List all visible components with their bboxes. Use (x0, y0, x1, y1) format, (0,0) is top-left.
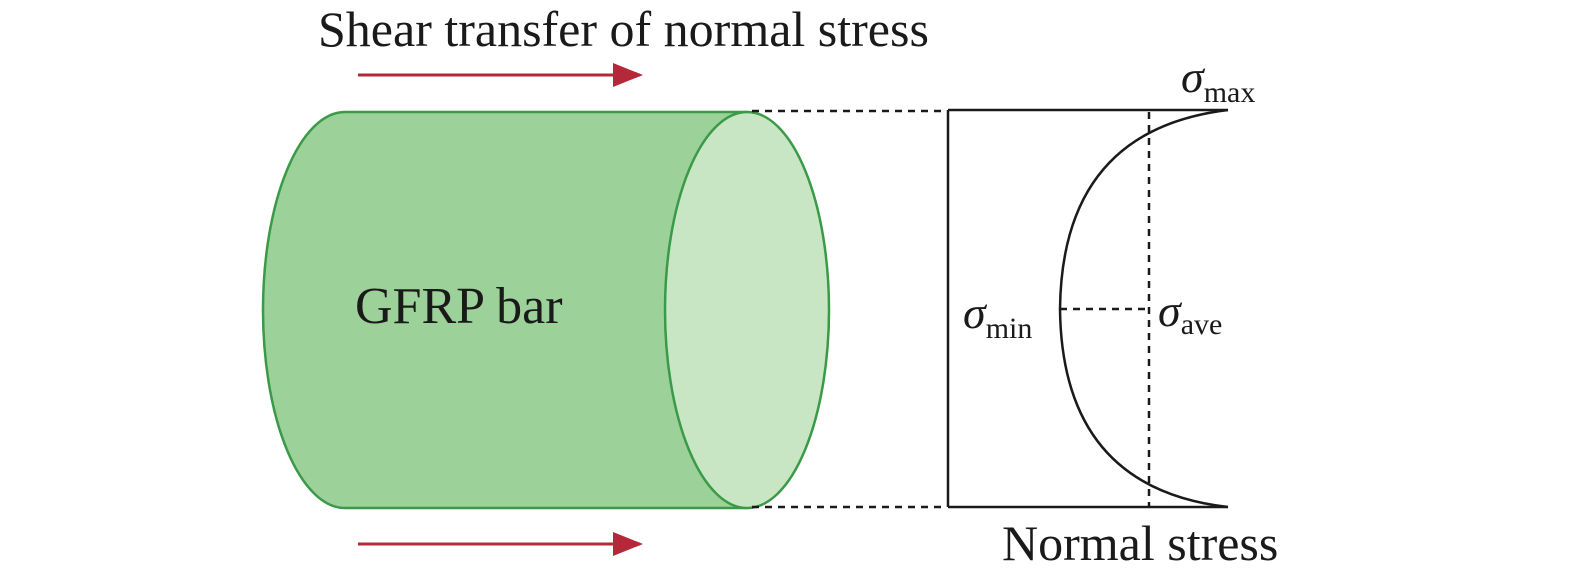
bar-label: GFRP bar (355, 278, 563, 335)
gfrp-bar-body (261, 110, 749, 510)
sigma-max-label: σmax (1181, 51, 1255, 109)
sigma-min-label: σmin (963, 287, 1032, 345)
gfrp-bar-end-face (663, 110, 831, 510)
sigma-ave-label: σave (1158, 285, 1222, 341)
top-caption: Shear transfer of normal stress (318, 1, 929, 57)
bottom-caption: Normal stress (1002, 515, 1278, 571)
